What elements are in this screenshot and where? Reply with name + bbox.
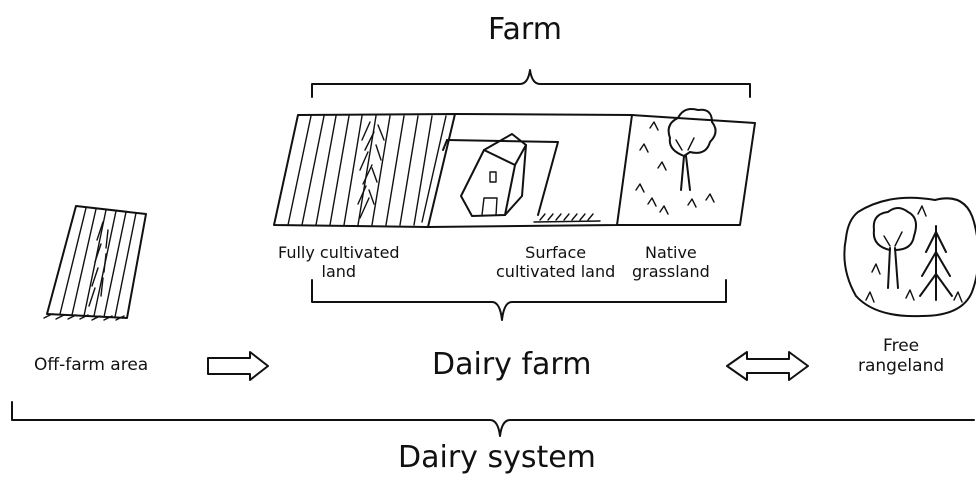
off-farm-area-label: Off-farm area <box>34 355 149 375</box>
native-grassland-line1: Native <box>644 243 697 262</box>
fully-cultivated-label: Fully cultivated land <box>278 243 400 281</box>
right-arrow-icon <box>207 351 269 381</box>
farm-title: Farm <box>488 12 562 47</box>
surface-cultivated-label: Surface cultivated land <box>496 243 615 281</box>
surface-cultivated-line1: Surface <box>525 243 587 262</box>
dairy-system-brace <box>11 401 975 437</box>
free-rangeland-label: Free rangeland <box>858 336 944 377</box>
free-rangeland-line1: Free <box>883 336 920 356</box>
fully-cultivated-land-icon <box>273 113 456 228</box>
double-arrow-icon <box>726 351 809 381</box>
native-grassland-icon <box>616 108 756 226</box>
free-rangeland-line2: rangeland <box>858 356 945 377</box>
fully-cultivated-line2: land <box>321 262 357 282</box>
fully-cultivated-line1: Fully cultivated <box>278 243 400 262</box>
dairy-system-title: Dairy system <box>398 440 596 475</box>
native-grassland-label: Native grassland <box>632 243 710 281</box>
free-rangeland-icon <box>843 196 976 318</box>
dairy-farm-brace <box>311 279 727 321</box>
surface-cultivated-line2: cultivated land <box>496 262 616 282</box>
surface-cultivated-land-icon <box>427 113 633 228</box>
farm-brace <box>311 69 751 98</box>
native-grassland-line2: grassland <box>632 262 710 282</box>
dairy-farm-title: Dairy farm <box>432 347 592 382</box>
off-farm-field-icon <box>43 205 147 321</box>
